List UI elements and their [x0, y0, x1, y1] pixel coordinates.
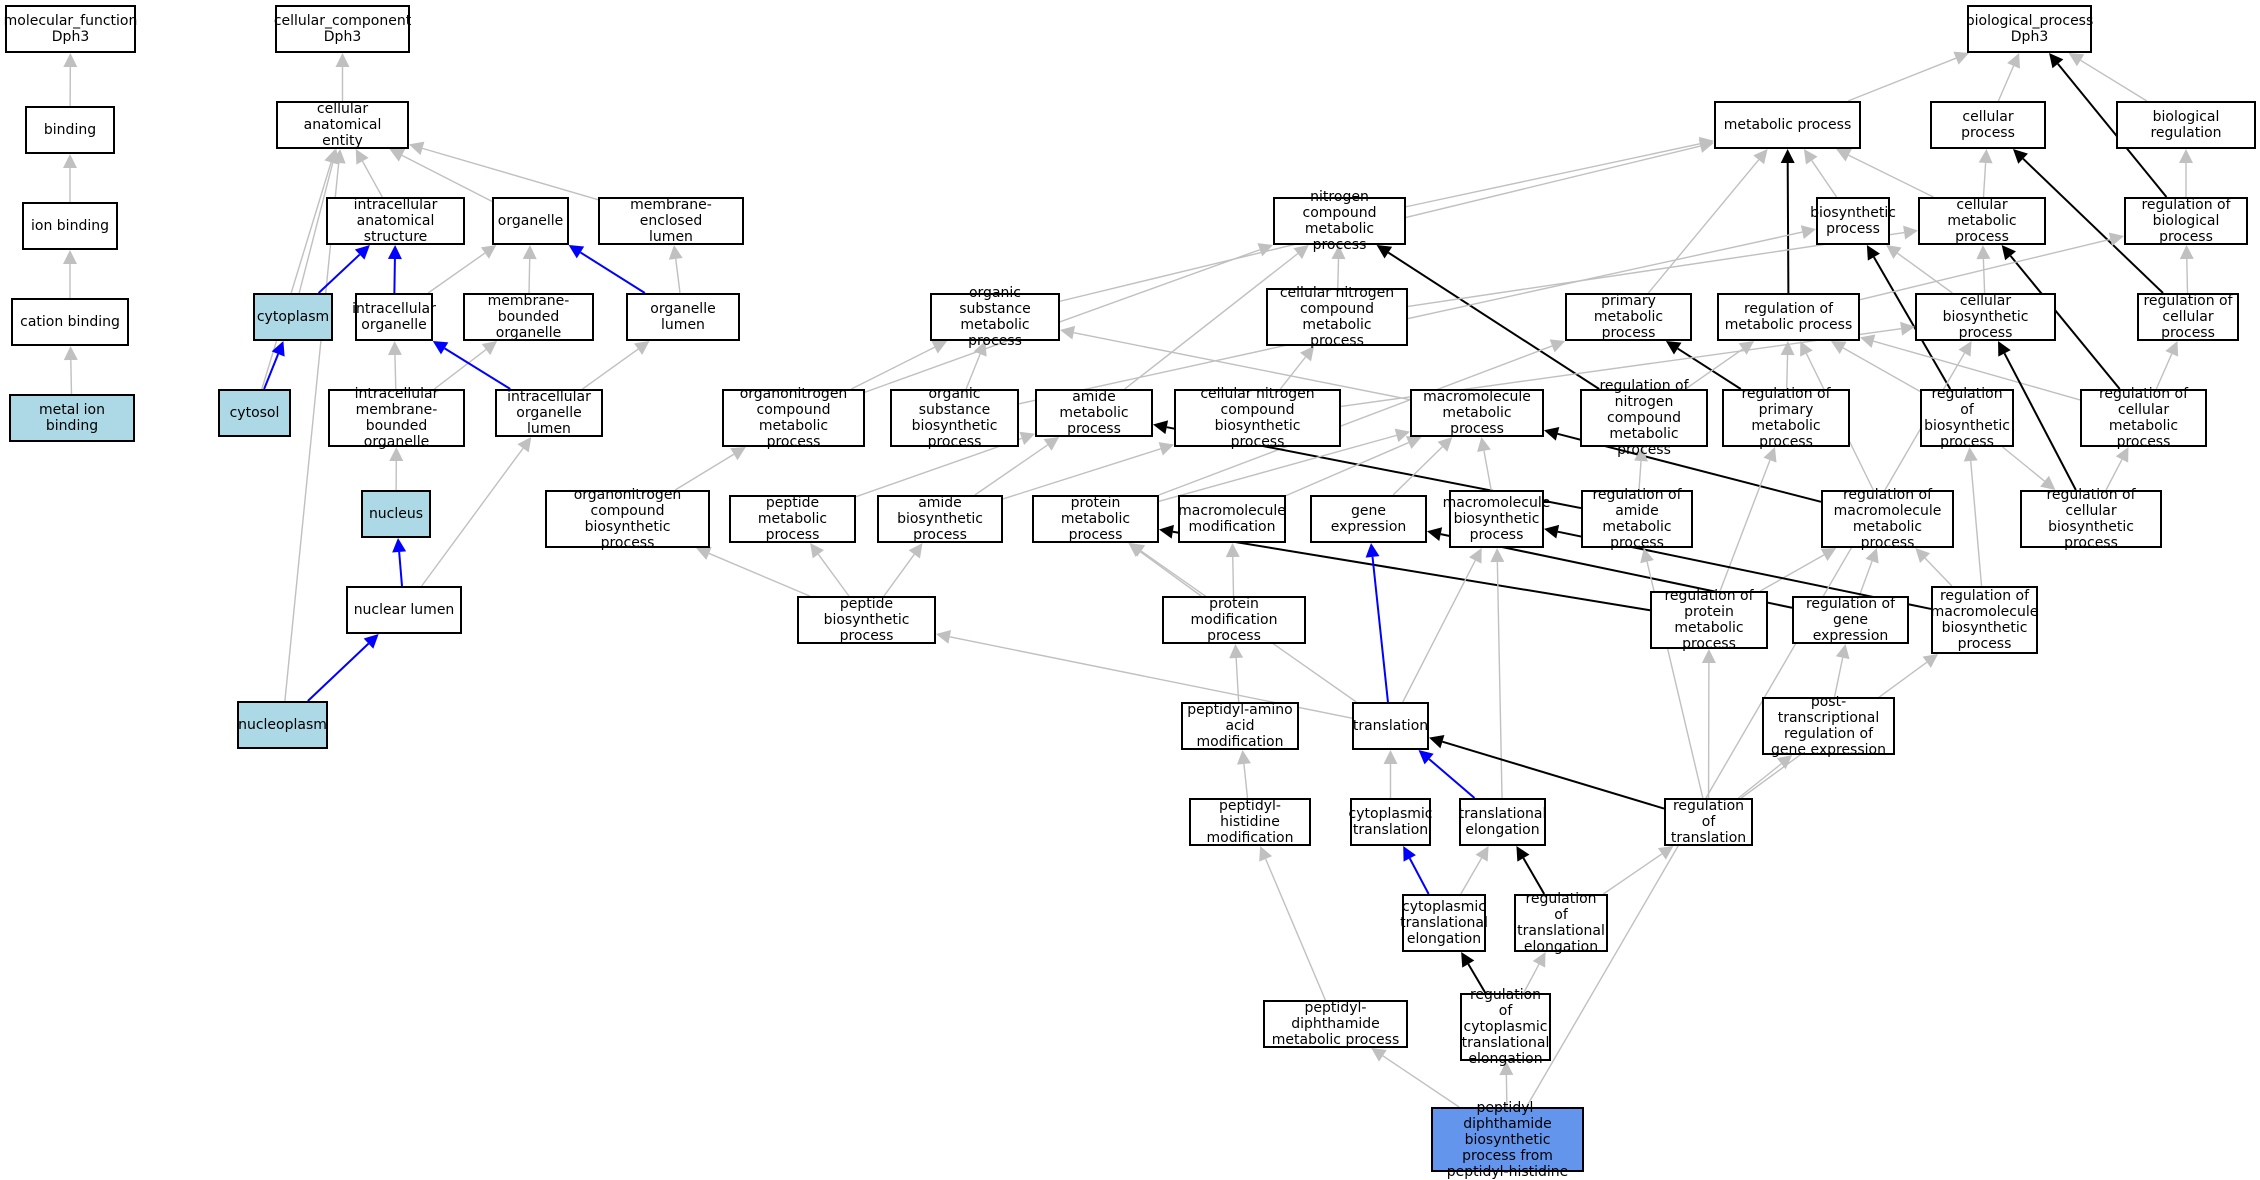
go-term-node-rcp[interactable]: regulation of cellular process	[2137, 293, 2239, 341]
go-term-node-cytoplasm[interactable]: cytoplasm	[253, 293, 333, 341]
go-term-node-cte[interactable]: cytoplasmic translational elongation	[1402, 894, 1486, 952]
go-term-node-ncmp[interactable]: nitrogen compound metabolic process	[1273, 197, 1406, 245]
go-term-node-osbp[interactable]: organic substance biosynthetic process	[890, 389, 1019, 447]
go-term-node-cae[interactable]: cellular anatomical entity	[276, 101, 409, 149]
go-term-node-cp[interactable]: cellular process	[1930, 101, 2046, 149]
go-term-node-mf[interactable]: molecular_function Dph3	[5, 5, 136, 53]
go-term-node-ctrans[interactable]: cytoplasmic translation	[1350, 798, 1431, 846]
go-term-node-cc[interactable]: cellular_component Dph3	[275, 5, 410, 53]
go-term-node-ge[interactable]: gene expression	[1310, 495, 1427, 543]
go-term-node-io[interactable]: intracellular organelle	[355, 293, 433, 341]
go-term-node-pdbp[interactable]: peptidyl-diphthamide biosynthetic proces…	[1431, 1107, 1584, 1172]
go-term-node-ias[interactable]: intracellular anatomical structure	[326, 197, 465, 245]
go-term-node-imbo[interactable]: intracellular membrane-bounded organelle	[328, 389, 465, 447]
go-term-node-rcte[interactable]: regulation of cytoplasmic translational …	[1460, 993, 1551, 1061]
go-term-node-rncmp[interactable]: regulation of nitrogen compound metaboli…	[1580, 389, 1708, 447]
go-term-node-oncbp[interactable]: organonitrogen compound biosynthetic pro…	[545, 490, 710, 548]
go-term-node-abp[interactable]: amide biosynthetic process	[877, 495, 1003, 543]
go-term-node-rmp[interactable]: regulation of metabolic process	[1717, 293, 1860, 341]
go-term-node-mmod[interactable]: macromolecule modification	[1178, 495, 1286, 543]
go-term-node-mp[interactable]: metabolic process	[1714, 101, 1861, 149]
go-term-node-macmp[interactable]: macromolecule metabolic process	[1410, 389, 1544, 437]
go-term-node-cmp[interactable]: cellular metabolic process	[1918, 197, 2046, 245]
go-term-node-nl[interactable]: nuclear lumen	[346, 586, 462, 634]
go-term-node-amp[interactable]: amide metabolic process	[1035, 389, 1153, 437]
go-term-node-rcmp[interactable]: regulation of cellular metabolic process	[2080, 389, 2207, 447]
go-term-node-telong[interactable]: translational elongation	[1459, 798, 1546, 846]
go-term-node-ramp[interactable]: regulation of amide metabolic process	[1581, 490, 1693, 548]
go-term-node-translation[interactable]: translation	[1352, 702, 1429, 750]
go-term-node-paam[interactable]: peptidyl-amino acid modification	[1181, 702, 1299, 750]
go-term-node-cationb[interactable]: cation binding	[11, 298, 129, 346]
go-term-node-metalb[interactable]: metal ion binding	[9, 394, 135, 442]
go-term-node-prmp[interactable]: protein metabolic process	[1032, 495, 1159, 543]
go-term-node-br[interactable]: biological regulation	[2116, 101, 2256, 149]
go-term-node-ionb[interactable]: ion binding	[22, 202, 118, 250]
go-term-node-pepmp[interactable]: peptide metabolic process	[729, 495, 856, 543]
go-term-node-rbsp[interactable]: regulation of biosynthetic process	[1920, 389, 2014, 447]
go-term-node-oncmp[interactable]: organonitrogen compound metabolic proces…	[722, 389, 865, 447]
go-term-node-rge[interactable]: regulation of gene expression	[1792, 596, 1909, 644]
go-term-node-pmp[interactable]: primary metabolic process	[1565, 293, 1692, 341]
go-term-node-rtrans[interactable]: regulation of translation	[1664, 798, 1753, 846]
go-term-node-rpmp[interactable]: regulation of primary metabolic process	[1722, 389, 1850, 447]
go-term-node-binding[interactable]: binding	[25, 106, 115, 154]
go-term-node-cbp[interactable]: cellular biosynthetic process	[1915, 293, 2056, 341]
go-term-node-ol[interactable]: organelle lumen	[626, 293, 740, 341]
go-term-node-osmp[interactable]: organic substance metabolic process	[930, 293, 1060, 341]
go-term-node-rprmp[interactable]: regulation of protein metabolic process	[1650, 591, 1768, 649]
go-term-node-mbsp[interactable]: macromolecule biosynthetic process	[1449, 490, 1544, 548]
go-term-node-bsp[interactable]: biosynthetic process	[1816, 197, 1890, 245]
go-term-node-pmod[interactable]: protein modification process	[1162, 596, 1306, 644]
go-term-node-iol[interactable]: intracellular organelle lumen	[495, 389, 603, 437]
go-term-node-rcbp[interactable]: regulation of cellular biosynthetic proc…	[2020, 490, 2162, 548]
go-term-node-cytosol[interactable]: cytosol	[218, 389, 291, 437]
go-term-node-ptrge[interactable]: post-transcriptional regulation of gene …	[1762, 697, 1895, 755]
go-term-node-pepbp[interactable]: peptide biosynthetic process	[797, 596, 936, 644]
go-term-node-nucleoplasm[interactable]: nucleoplasm	[237, 701, 328, 749]
go-term-node-rte[interactable]: regulation of translational elongation	[1514, 894, 1608, 952]
go-term-node-rmacmp[interactable]: regulation of macromolecule metabolic pr…	[1821, 490, 1954, 548]
go-term-node-nucleus[interactable]: nucleus	[361, 490, 431, 538]
go-term-node-rmbsp[interactable]: regulation of macromolecule biosynthetic…	[1931, 586, 2038, 654]
go-term-node-mel[interactable]: membrane-enclosed lumen	[598, 197, 744, 245]
go-term-node-phm[interactable]: peptidyl-histidine modification	[1189, 798, 1311, 846]
go-term-node-bp[interactable]: biological_process Dph3	[1967, 5, 2092, 53]
go-term-node-mbo[interactable]: membrane-bounded organelle	[463, 293, 594, 341]
go-term-node-cncmp[interactable]: cellular nitrogen compound metabolic pro…	[1266, 288, 1408, 346]
go-term-node-pdmp[interactable]: peptidyl-diphthamide metabolic process	[1263, 1000, 1408, 1048]
go-term-node-cncbp[interactable]: cellular nitrogen compound biosynthetic …	[1174, 389, 1341, 447]
go-term-node-organelle[interactable]: organelle	[492, 197, 569, 245]
go-term-node-rbp[interactable]: regulation of biological process	[2124, 197, 2248, 245]
